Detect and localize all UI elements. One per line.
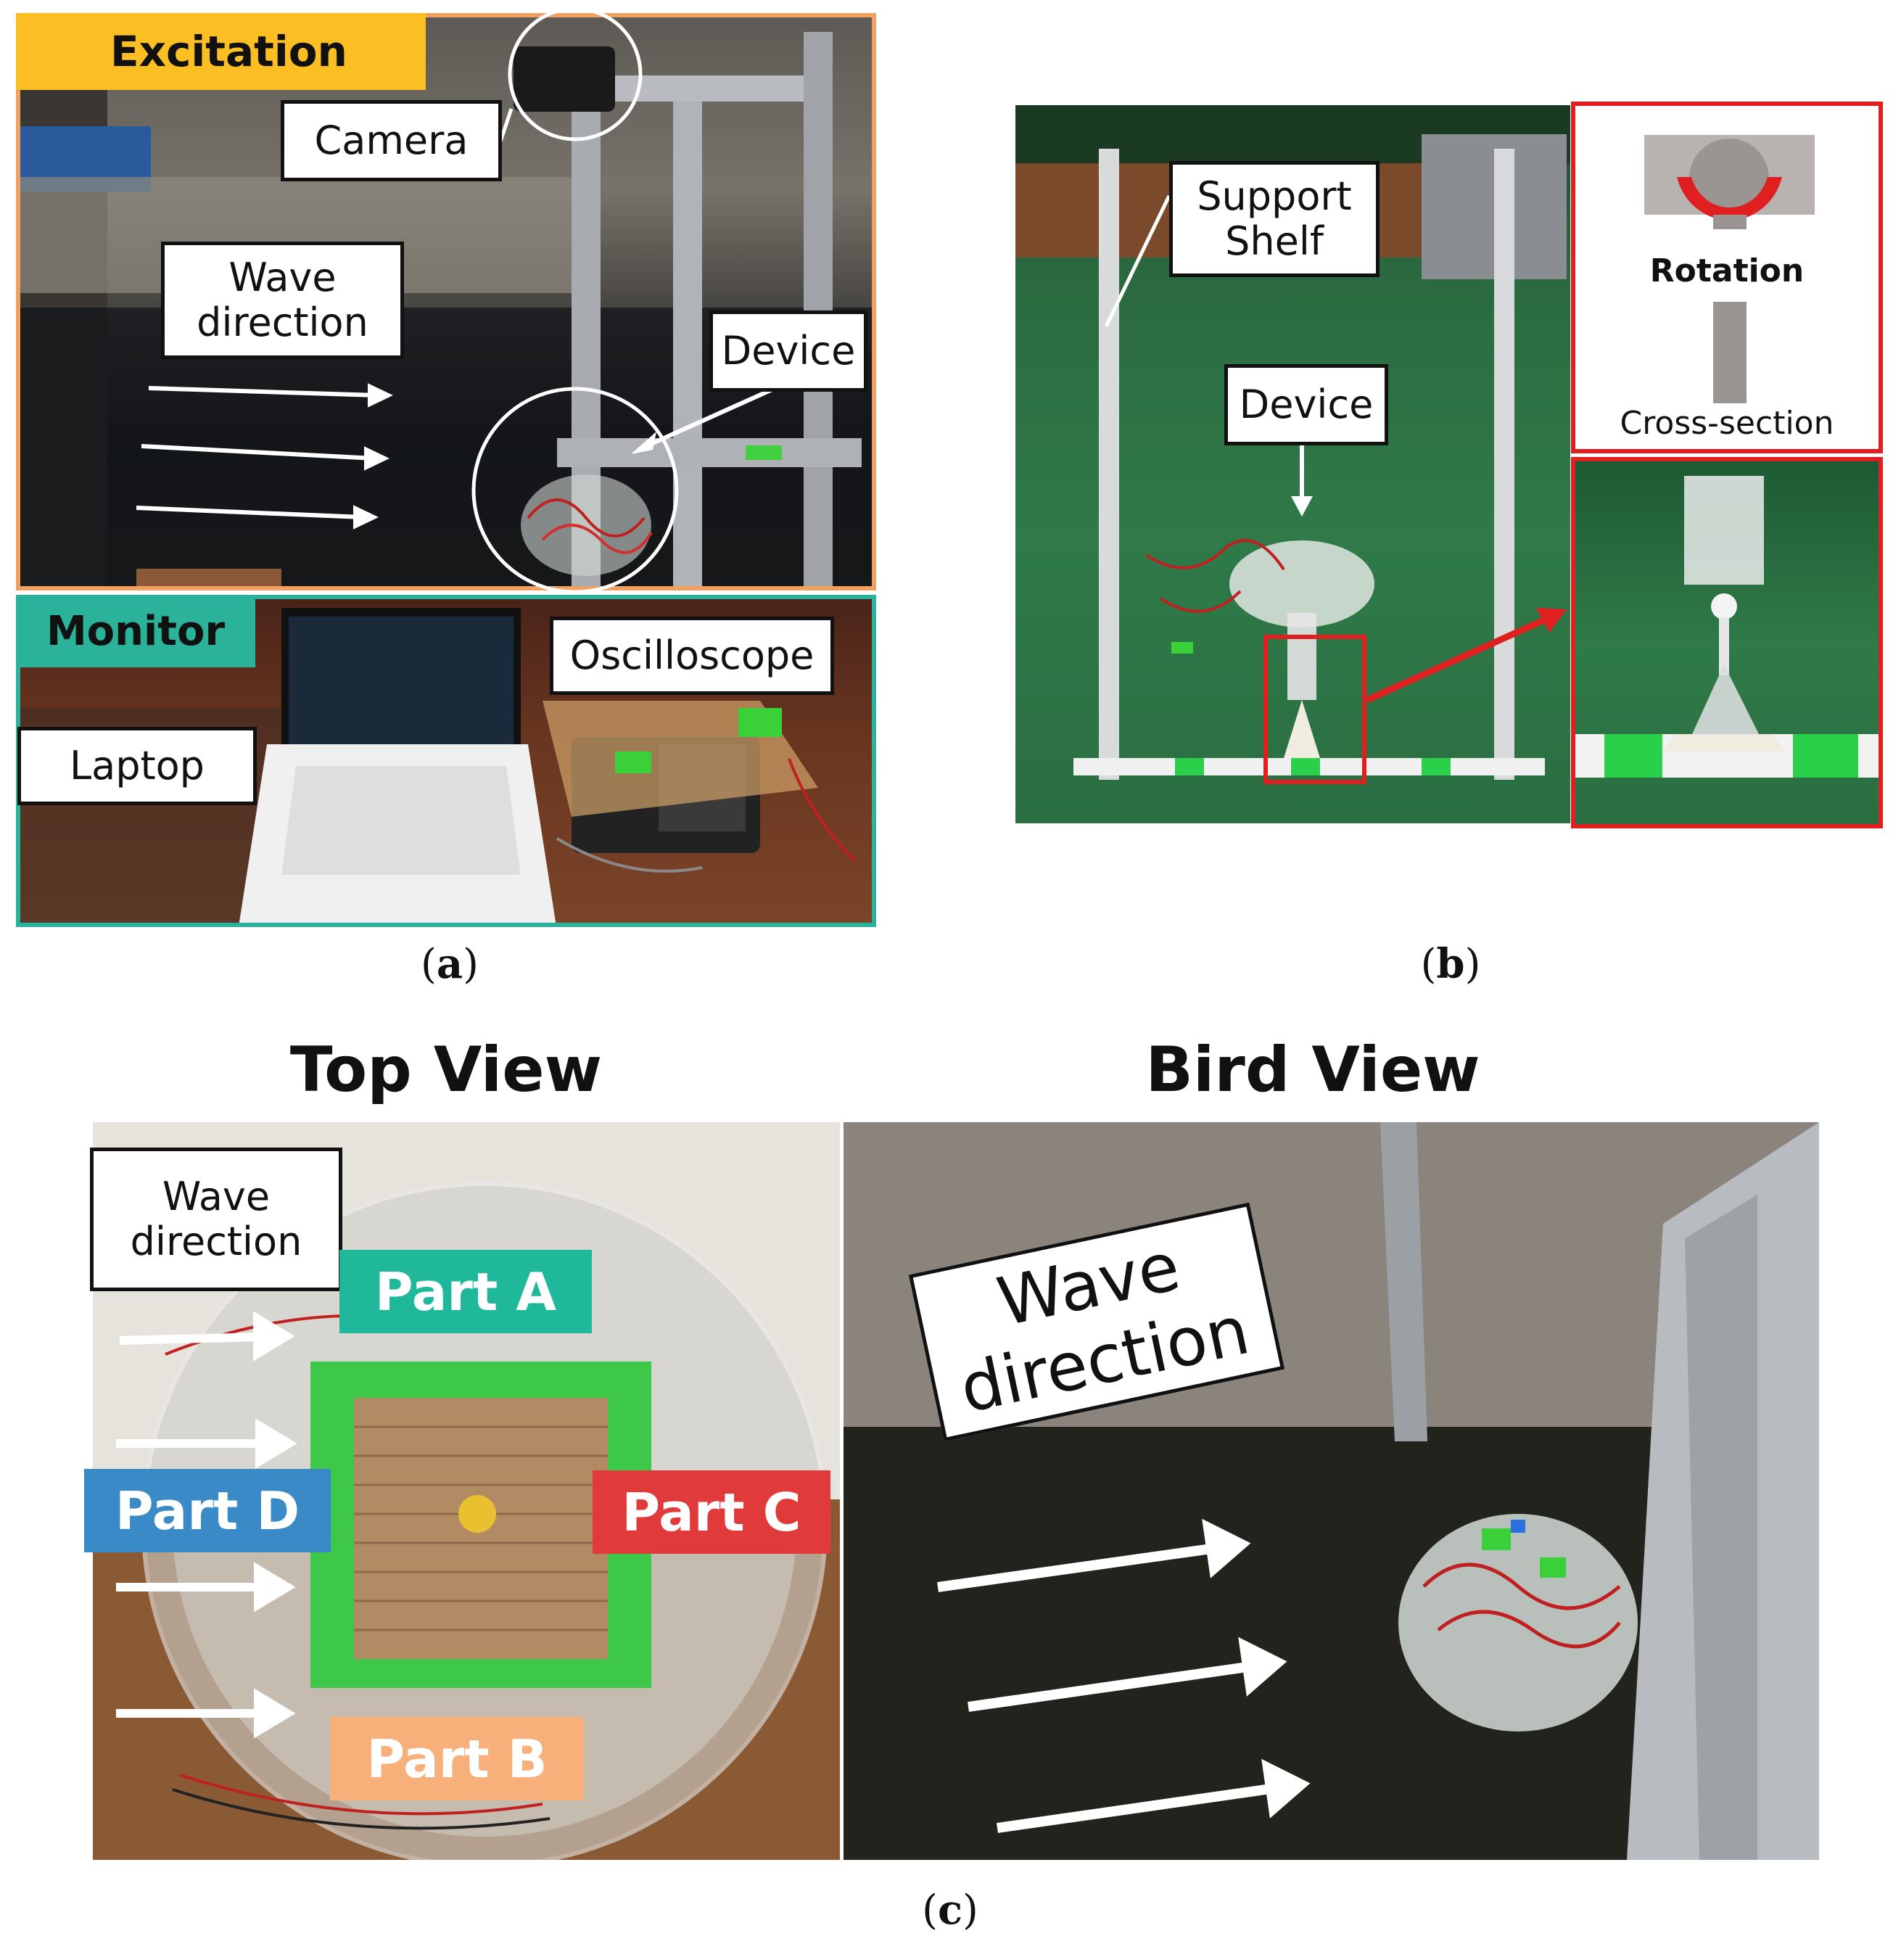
camera-label: Camera [281, 100, 502, 181]
support-shelf-label: Support Shelf [1169, 161, 1380, 277]
wave-direction-label-top: Wave direction [90, 1148, 342, 1291]
part-c-tag: Part C [593, 1470, 830, 1554]
camera-pointer [498, 108, 514, 142]
excitation-label: Excitation [110, 27, 347, 76]
wave-direction-label-a: Wave direction [161, 242, 404, 359]
device-label-b: Device [1224, 364, 1388, 445]
device-circle [471, 387, 679, 594]
rotation-diagram [1644, 135, 1815, 403]
zoom-inset-photo [1571, 457, 1883, 828]
bird-view-title: Bird View [1145, 1034, 1480, 1106]
laptop-label: Laptop [17, 727, 257, 805]
caption-b: (b) [1420, 940, 1481, 988]
bird-view-scene [844, 1122, 1819, 1860]
zoom-inset-scene [1575, 476, 1879, 778]
caption-a: (a) [420, 940, 479, 988]
monitor-tag: Monitor [16, 595, 255, 667]
wave-arrows-a [136, 383, 393, 530]
bird-view-photo [844, 1122, 1819, 1860]
rotation-inset [1571, 102, 1883, 453]
zoom-arrow [1366, 614, 1550, 704]
zoom-box [1263, 635, 1366, 784]
support-shelf-pointer [1104, 194, 1171, 328]
oscilloscope-label: Oscilloscope [550, 617, 834, 695]
caption-c: (c) [922, 1886, 978, 1934]
part-d-tag: Part D [84, 1469, 331, 1552]
cross-section-label: Cross-section [1620, 405, 1834, 442]
device-label-a: Device [709, 310, 867, 392]
top-view-photo [93, 1122, 840, 1860]
part-a-tag: Part A [339, 1250, 592, 1333]
part-b-tag: Part B [330, 1717, 584, 1800]
excitation-tag: Excitation [16, 13, 426, 90]
monitor-label: Monitor [46, 607, 226, 655]
camera-circle [508, 7, 643, 141]
rotation-label: Rotation [1649, 252, 1805, 289]
wave-arrows-top [116, 1311, 297, 1739]
wave-arrows-bird [937, 1518, 1311, 1833]
top-view-scene [93, 1122, 840, 1860]
top-view-title: Top View [289, 1034, 603, 1106]
device-pointer [637, 382, 785, 452]
